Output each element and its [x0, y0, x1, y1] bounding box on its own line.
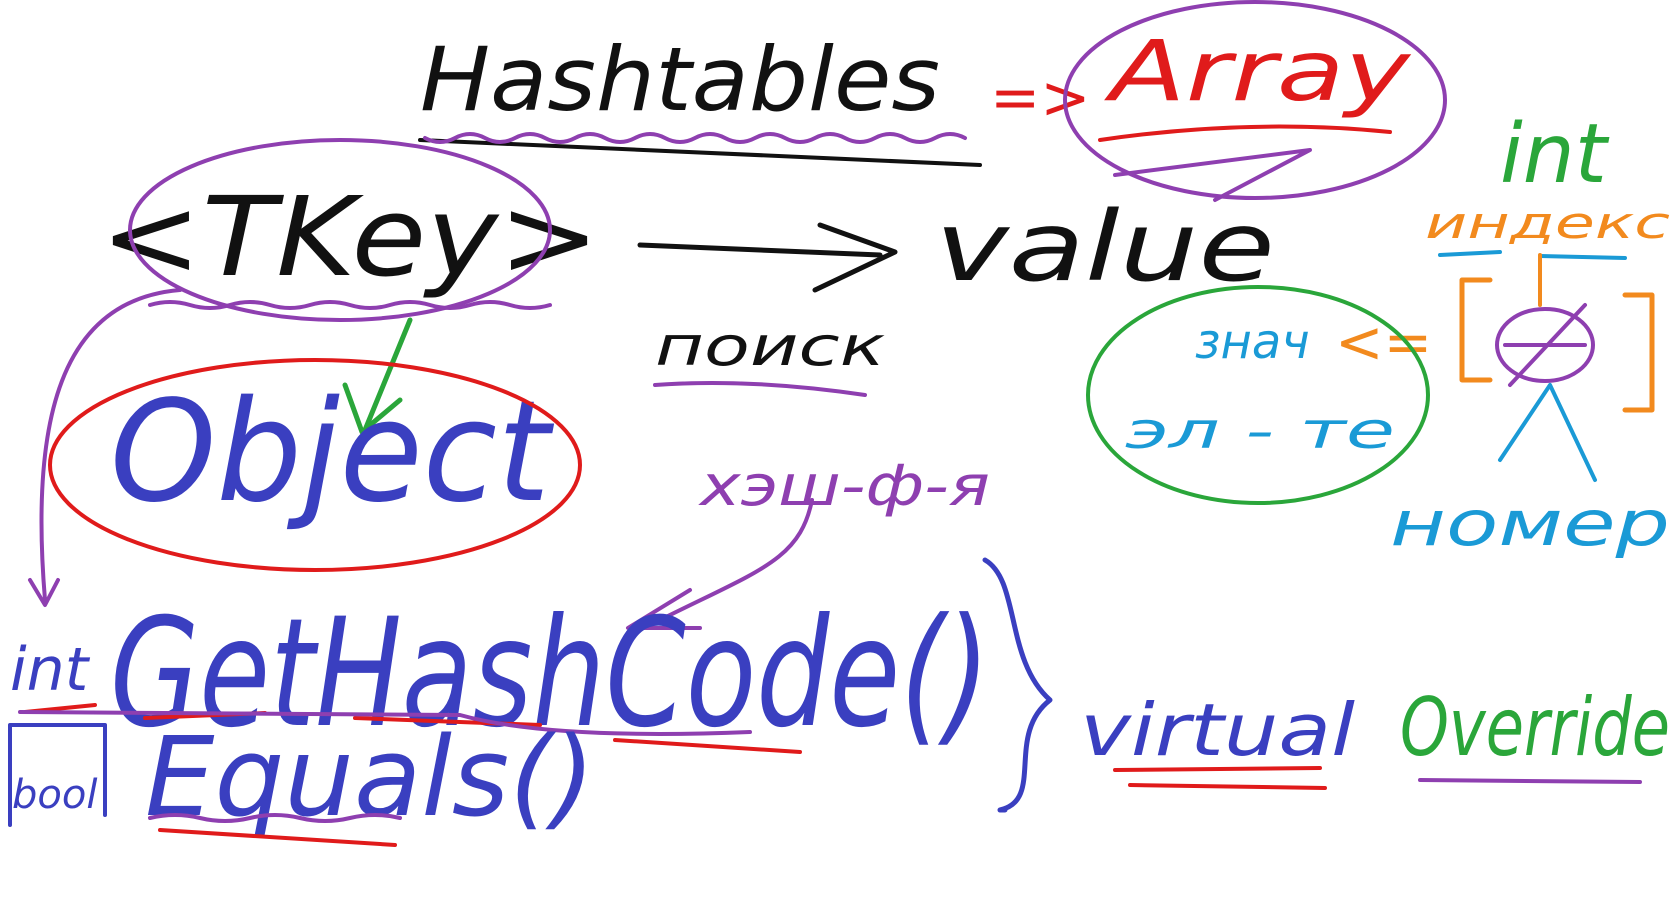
object-circle: [48, 358, 582, 572]
bool-return-label: bool: [12, 772, 97, 818]
array-underline: [1098, 124, 1392, 142]
virtual-label: virtual: [1080, 688, 1355, 772]
title-underline-black: [418, 138, 982, 167]
virtual-underline: [1113, 766, 1327, 790]
tkey-label: <TKey>: [100, 173, 600, 301]
equals-underline-purple: [148, 813, 402, 823]
array-circle: [1063, 0, 1447, 200]
tkey-to-object-arrow: [342, 317, 413, 435]
equals-underline-red: [158, 828, 397, 847]
poisk-label: поиск: [655, 315, 886, 378]
array-label: Array: [1103, 22, 1411, 120]
key-to-int-arrow: [28, 288, 182, 607]
znach-label: знач: [1195, 314, 1310, 370]
array-slot-cross: [1503, 303, 1587, 387]
tkey-circle: [128, 138, 552, 322]
slot-pointer-lines: [1498, 383, 1597, 482]
value-label: value: [935, 191, 1275, 303]
title-underline-purple-wave: [423, 132, 967, 144]
indeks-underline: [1438, 250, 1627, 260]
indeks-label: индекс: [1425, 198, 1670, 249]
override-underline: [1418, 778, 1642, 784]
gethashcode-label: GetHashCode(): [110, 587, 990, 761]
array-to-value-stroke: [1113, 148, 1312, 202]
hash-func-arrow: [626, 498, 814, 630]
override-label: Override: [1400, 681, 1670, 774]
hash-func-label: хэш-ф-я: [698, 454, 990, 519]
array-slot-circle: [1495, 307, 1595, 383]
element-value-circle: [1086, 285, 1430, 505]
title-hashtables: Hashtables: [420, 28, 940, 131]
methods-brace: [982, 557, 1053, 813]
array-bracket-right: [1622, 292, 1655, 413]
poisk-underline: [653, 380, 867, 397]
tkey-underline: [148, 300, 552, 310]
points-back-arrow: <=: [1335, 308, 1432, 376]
return-type-box: [8, 723, 107, 827]
gethashcode-underline-purple: [18, 710, 752, 736]
el-te-label: эл - те: [1125, 402, 1395, 460]
implies-arrow: =>: [990, 63, 1091, 133]
object-label: Object: [110, 371, 555, 534]
nomer-label: номер: [1390, 487, 1670, 560]
int-top-label: int: [1500, 107, 1610, 202]
array-bracket-left: [1459, 277, 1493, 383]
key-to-value-arrow: [637, 222, 898, 293]
int-return-label: int: [10, 635, 91, 705]
